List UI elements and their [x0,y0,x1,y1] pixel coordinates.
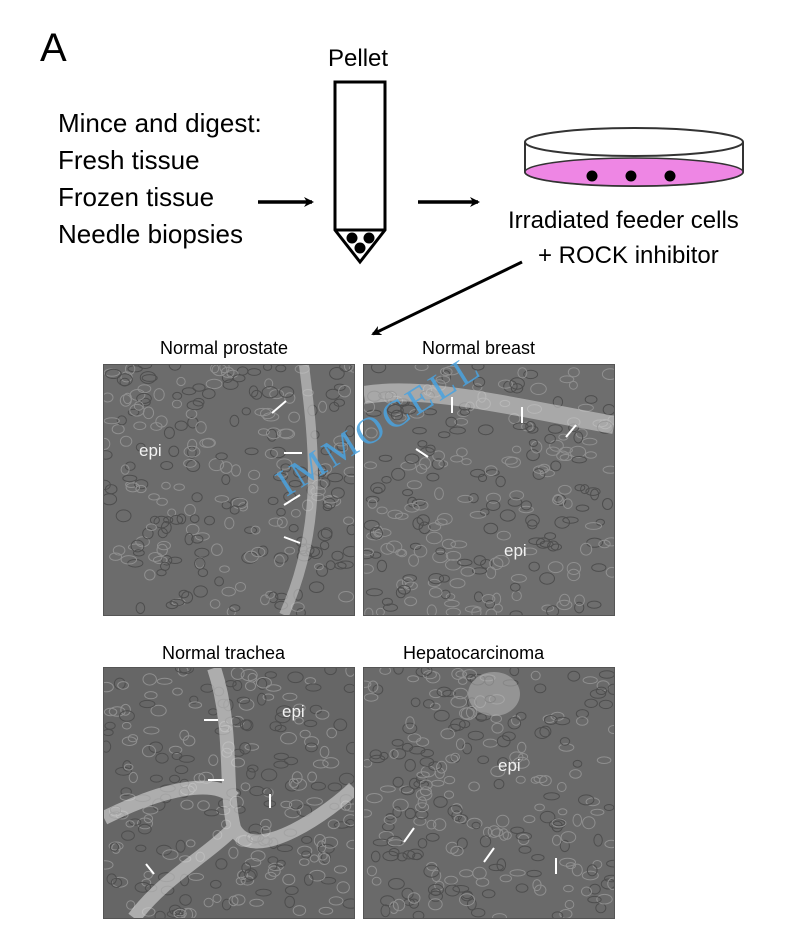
pellet-label: Pellet [328,45,389,72]
panel-title-prostate: Normal prostate [160,338,289,358]
feeder-label-line1: Irradiated feeder cells [508,207,739,234]
panel-title-trachea: Normal trachea [162,643,286,663]
epi-label-breast: epi [504,541,527,560]
micrograph-hepatocarcinoma: epi [363,667,615,919]
micrograph-breast: epi [363,364,615,616]
process-item-frozen: Frozen tissue [58,182,215,212]
pellet-tube [333,80,387,265]
epi-label-hepatocarcinoma: epi [498,756,521,775]
process-heading: Mince and digest: [58,108,262,138]
workflow-diagram [258,80,744,336]
feeder-label-line2: + ROCK inhibitor [538,242,719,269]
epi-label-prostate: epi [139,441,162,460]
panel-title-hepatocarcinoma: Hepatocarcinoma [403,643,545,663]
micrograph-trachea: epi [103,667,355,919]
process-item-needle: Needle biopsies [58,219,244,249]
process-item-fresh: Fresh tissue [58,145,200,175]
arrow-to-panels [371,260,523,336]
panel-letter: A [40,26,67,70]
epi-label-trachea: epi [282,702,305,721]
petri-dish [524,127,744,187]
micrograph-prostate: epi [103,364,355,616]
panel-title-breast: Normal breast [422,338,536,358]
